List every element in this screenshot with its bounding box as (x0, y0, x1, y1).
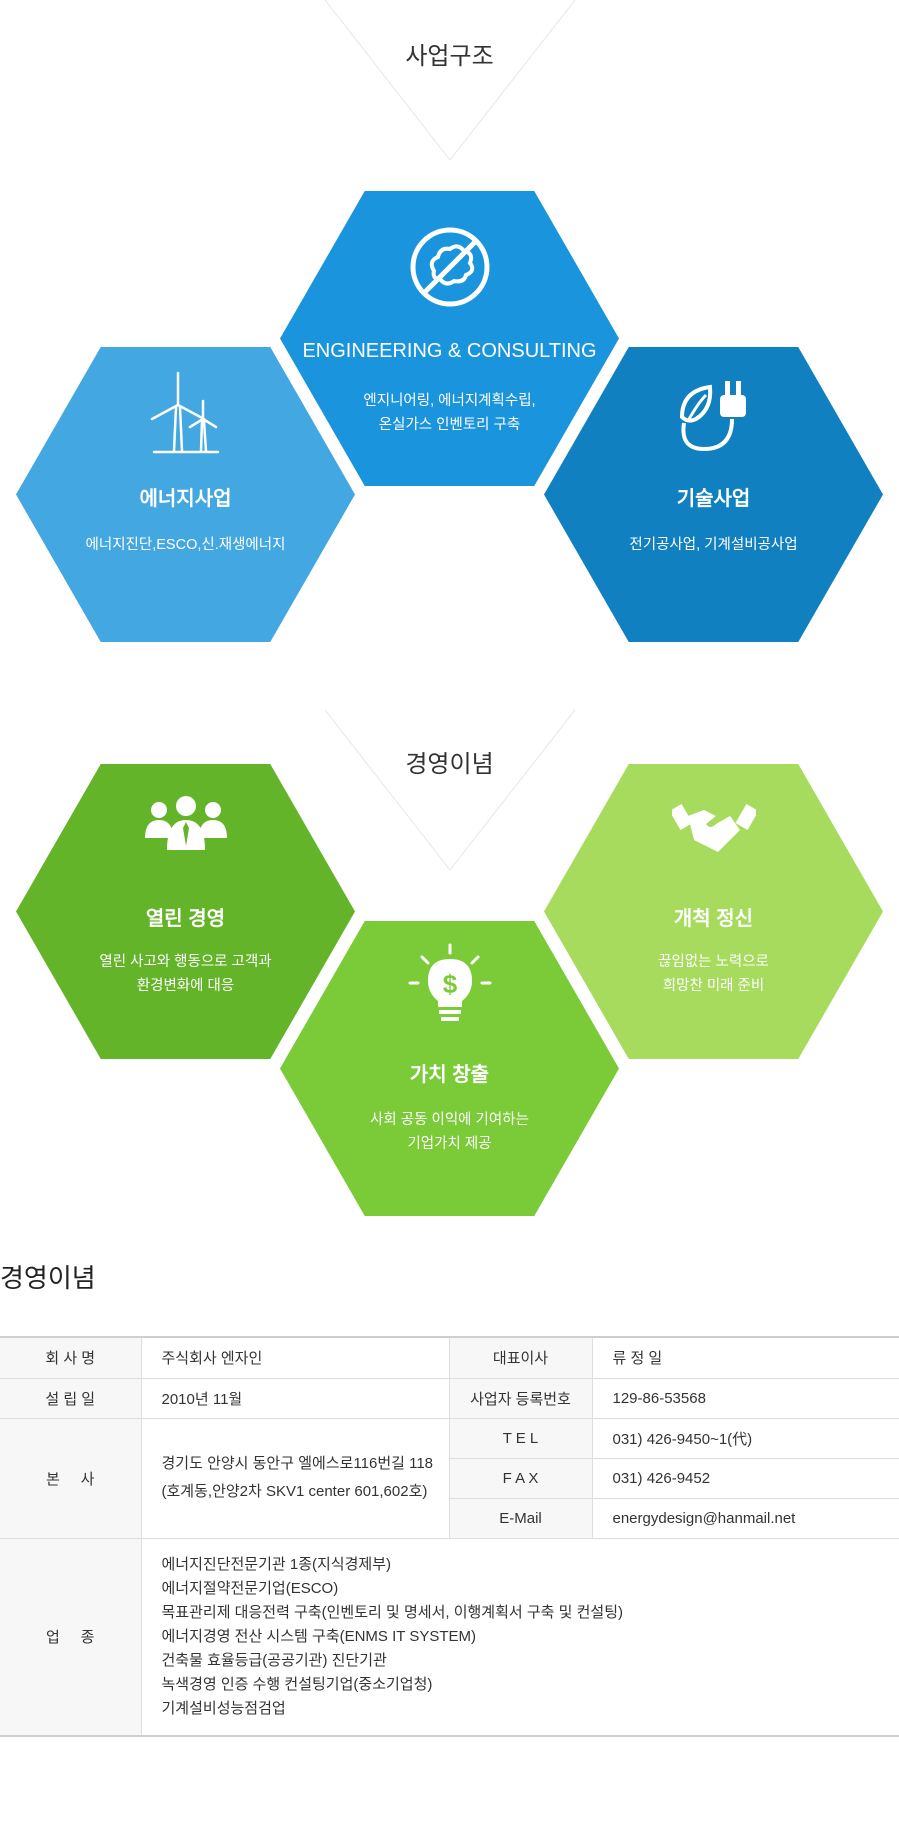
business-line: 에너지진단전문기관 1종(지식경제부) (161, 1555, 392, 1573)
wind-turbine-icon (150, 371, 219, 454)
email-value[interactable]: energydesign@hanmail.net (592, 1498, 899, 1539)
fax-value: 031) 426-9452 (592, 1458, 899, 1499)
hex-engineering-title: ENGINEERING & CONSULTING (302, 340, 597, 362)
hex-pioneer: 개척 정신 끊임없는 노력으로 희망찬 미래 준비 (544, 764, 883, 1059)
info-heading: 경영이념 (0, 1263, 96, 1293)
ceo-value: 류 정 일 (592, 1336, 899, 1379)
company-value: 주식회사 엔자인 (141, 1336, 449, 1379)
email-label: E-Mail (448, 1498, 593, 1539)
hex-open-desc-1: 열린 사고와 행동으로 고객과 (99, 954, 272, 970)
structure-chevron (324, 0, 576, 161)
fax-label: F A X (448, 1458, 593, 1499)
table-row: 본 사 경기도 안양시 동안구 엘에스로116번길 118 (호계동,안양2차 … (0, 1418, 899, 1539)
hex-tech-desc-1: 전기공사업, 기계설비공사업 (629, 537, 798, 553)
structure-title: 사업구조 (405, 43, 494, 70)
business-line: 기계설비성능점검업 (161, 1699, 286, 1717)
hq-address-line2: (호계동,안양2차 SKV1 center 601,602호) (161, 1483, 428, 1500)
money-bulb-icon: $ (408, 943, 491, 1021)
people-group-icon (144, 796, 227, 850)
philosophy-chevron (324, 710, 576, 871)
svg-text:$: $ (442, 969, 457, 999)
hex-value-desc-2: 기업가치 제공 (407, 1136, 492, 1152)
business-line: 에너지경영 전산 시스템 구축(ENMS IT SYSTEM) (161, 1627, 477, 1645)
hex-open: 열린 경영 열린 사고와 행동으로 고객과 환경변화에 대응 (16, 764, 355, 1059)
hex-energy-desc-1: 에너지진단,ESCO,신.재생에너지 (85, 537, 286, 553)
table-row: F A X 031) 426-9452 (0, 1458, 899, 1499)
hex-value-desc-1: 사회 공동 이익에 기여하는 (370, 1112, 529, 1128)
hex-engineering-desc-1: 엔지니어링, 에너지계획수립, (363, 393, 536, 409)
ceo-label: 대표이사 (448, 1336, 593, 1379)
hex-tech: 기술사업 전기공사업, 기계설비공사업 (544, 347, 883, 642)
company-info-table: 회 사 명 주식회사 엔자인 대표이사 류 정 일 설 립 일 2010년 11… (0, 1336, 899, 1737)
hex-energy: 에너지사업 에너지진단,ESCO,신.재생에너지 (16, 347, 355, 642)
philosophy-title: 경영이념 (405, 751, 494, 778)
founded-value: 2010년 11월 (141, 1378, 449, 1419)
hq-address-line1: 경기도 안양시 동안구 엘에스로116번길 118 (161, 1455, 434, 1472)
hex-value-title: 가치 창출 (409, 1064, 490, 1086)
table-row: 설 립 일 2010년 11월 사업자 등록번호 129-86-53568 (0, 1378, 899, 1419)
hex-value: $ 가치 창출 사회 공동 이익에 기여하는 기업가치 제공 (280, 921, 619, 1216)
business-line: 에너지절약전문기업(ESCO) (161, 1579, 339, 1597)
hex-pioneer-desc-1: 끊임없는 노력으로 (658, 954, 769, 970)
table-row: E-Mail energydesign@hanmail.net (0, 1498, 899, 1539)
business-line: 녹색경영 인증 수행 컨설팅기업(중소기업청) (161, 1675, 433, 1693)
business-line: 건축물 효율등급(공공기관) 진단기관 (161, 1651, 387, 1669)
company-label: 회 사 명 (0, 1336, 142, 1379)
hex-pioneer-desc-2: 희망찬 미래 준비 (662, 978, 765, 994)
table-row: 업 종 에너지진단전문기관 1종(지식경제부) 에너지절약전문기업(ESCO) … (0, 1538, 899, 1737)
handshake-icon (671, 803, 756, 852)
table-row: 회 사 명 주식회사 엔자인 대표이사 류 정 일 (0, 1336, 899, 1379)
tel-label: T E L (448, 1418, 593, 1459)
hex-engineering-desc-2: 온실가스 인벤토리 구축 (378, 417, 521, 433)
hq-label: 본 사 (0, 1418, 142, 1539)
no-pollution-icon (410, 227, 489, 307)
regno-label: 사업자 등록번호 (448, 1378, 593, 1419)
hex-open-title: 열린 경영 (145, 908, 226, 930)
hex-energy-title: 에너지사업 (139, 488, 232, 510)
founded-label: 설 립 일 (0, 1378, 142, 1419)
hex-open-desc-2: 환경변화에 대응 (136, 978, 235, 994)
leaf-plug-icon (679, 381, 746, 452)
business-label: 업 종 (0, 1538, 142, 1737)
business-line: 목표관리제 대응전력 구축(인벤토리 및 명세서, 이행계획서 구축 및 컨설팅… (161, 1603, 624, 1621)
hex-pioneer-title: 개척 정신 (673, 908, 754, 930)
tel-value: 031) 426-9450~1(代) (592, 1418, 899, 1459)
hex-engineering: ENGINEERING & CONSULTING 엔지니어링, 에너지계획수립,… (280, 191, 619, 486)
hex-tech-title: 기술사업 (676, 488, 751, 510)
regno-value: 129-86-53568 (592, 1378, 899, 1419)
